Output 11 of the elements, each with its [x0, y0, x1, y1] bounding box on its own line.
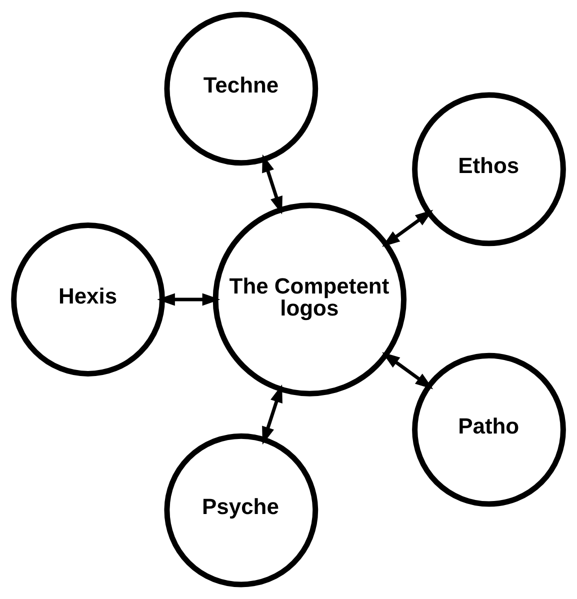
node-circle: Patho: [412, 352, 566, 507]
arrow: [157, 293, 220, 306]
arrow: [382, 210, 434, 247]
node-circle: Techne: [164, 12, 318, 166]
arrow: [262, 154, 282, 214]
node-circle: Ethos: [412, 92, 566, 246]
node-circle: Hexis: [11, 222, 165, 376]
arrow: [382, 352, 434, 390]
node-circle: The Competent logos: [212, 202, 407, 396]
node-circle: Psyche: [164, 433, 318, 588]
arrow: [262, 384, 282, 445]
